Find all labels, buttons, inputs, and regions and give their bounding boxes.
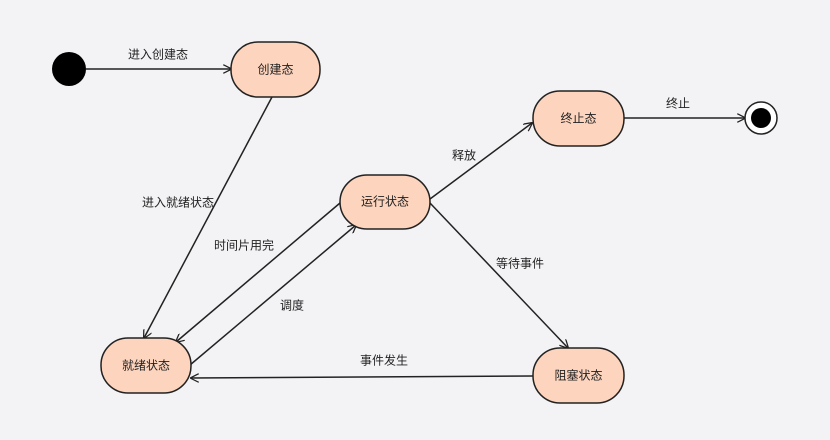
edge-label-enter-ready: 进入就绪状态 bbox=[142, 196, 214, 210]
initial-node bbox=[52, 52, 86, 86]
edge-label-event-occurs: 事件发生 bbox=[360, 353, 408, 368]
state-created-label: 创建态 bbox=[257, 63, 293, 77]
edge-label-wait-event: 等待事件 bbox=[496, 257, 544, 271]
state-blocked-label: 阻塞状态 bbox=[554, 368, 602, 383]
edge-running-to-blocked bbox=[429, 202, 568, 348]
edge-label-schedule: 调度 bbox=[280, 298, 304, 313]
final-node bbox=[744, 101, 778, 135]
state-terminated: 终止态 bbox=[532, 90, 625, 147]
edge-label-enter-created: 进入创建态 bbox=[128, 48, 188, 62]
edge-label-terminate: 终止 bbox=[666, 96, 690, 111]
state-running-label: 运行状态 bbox=[361, 195, 409, 209]
edge-running-to-ready bbox=[176, 202, 341, 342]
edge-created-to-ready bbox=[144, 96, 273, 338]
edge-label-timeslice-done: 时间片用完 bbox=[214, 238, 274, 253]
state-created: 创建态 bbox=[230, 41, 321, 98]
edge-label-release: 释放 bbox=[452, 148, 476, 163]
state-ready: 就绪状态 bbox=[100, 337, 192, 394]
state-running: 运行状态 bbox=[339, 174, 431, 230]
edge-ready-to-running bbox=[189, 225, 356, 366]
edge-running-to-terminated bbox=[429, 123, 532, 200]
state-ready-label: 就绪状态 bbox=[122, 359, 170, 373]
edge-blocked-to-ready bbox=[191, 376, 534, 378]
state-blocked: 阻塞状态 bbox=[532, 347, 625, 404]
state-terminated-label: 终止态 bbox=[560, 111, 596, 126]
